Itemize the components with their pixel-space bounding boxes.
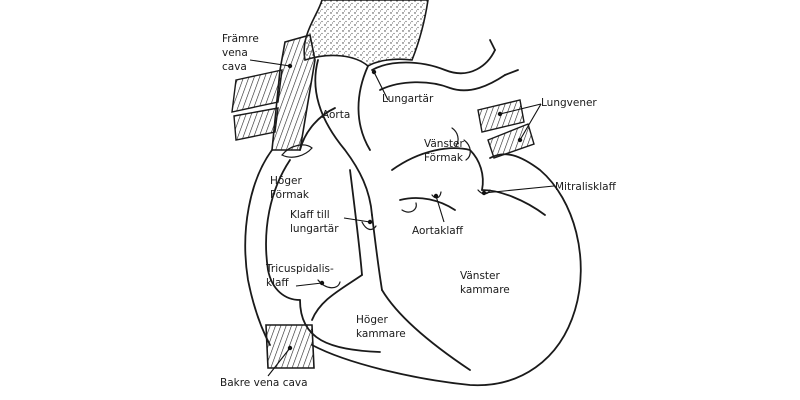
label-hoger-kammare-2: kammare	[356, 328, 406, 340]
labels: Främre vena cava Aorta Lungartär Lungven…	[220, 33, 617, 389]
label-aortaklaff: Aortaklaff	[412, 225, 464, 237]
label-lungartar: Lungartär	[382, 93, 434, 105]
superior-vena-cava	[231, 33, 316, 151]
label-tricuspidalis-klaff-2: klaff	[266, 277, 289, 289]
label-vanster-formak-2: Förmak	[424, 152, 464, 164]
label-vanster-kammare-1: Vänster	[460, 270, 501, 282]
label-hoger-formak-2: Förmak	[270, 189, 310, 201]
label-framre-vena-cava-3: cava	[222, 61, 247, 73]
label-hoger-formak-1: Höger	[270, 175, 302, 187]
label-klaff-till-lungartar-2: lungartär	[290, 223, 339, 235]
leader-lines	[249, 59, 555, 377]
label-klaff-till-lungartar-1: Klaff till	[290, 209, 330, 221]
label-vanster-kammare-2: kammare	[460, 284, 510, 296]
heart-interior	[265, 39, 546, 371]
label-framre-vena-cava-1: Främre	[222, 33, 259, 45]
label-mitralisklaff: Mitralisklaff	[555, 181, 617, 193]
label-framre-vena-cava-2: vena	[222, 47, 248, 59]
label-vanster-formak-1: Vänster	[424, 138, 465, 150]
label-bakre-vena-cava: Bakre vena cava	[220, 377, 308, 389]
pulmonary-veins	[477, 99, 535, 159]
label-hoger-kammare-1: Höger	[356, 314, 388, 326]
aortic-arch	[303, 0, 429, 67]
label-aorta: Aorta	[322, 109, 350, 121]
label-lungvener: Lungvener	[541, 97, 597, 109]
label-tricuspidalis-klaff-1: Tricuspidalis-	[265, 263, 334, 275]
